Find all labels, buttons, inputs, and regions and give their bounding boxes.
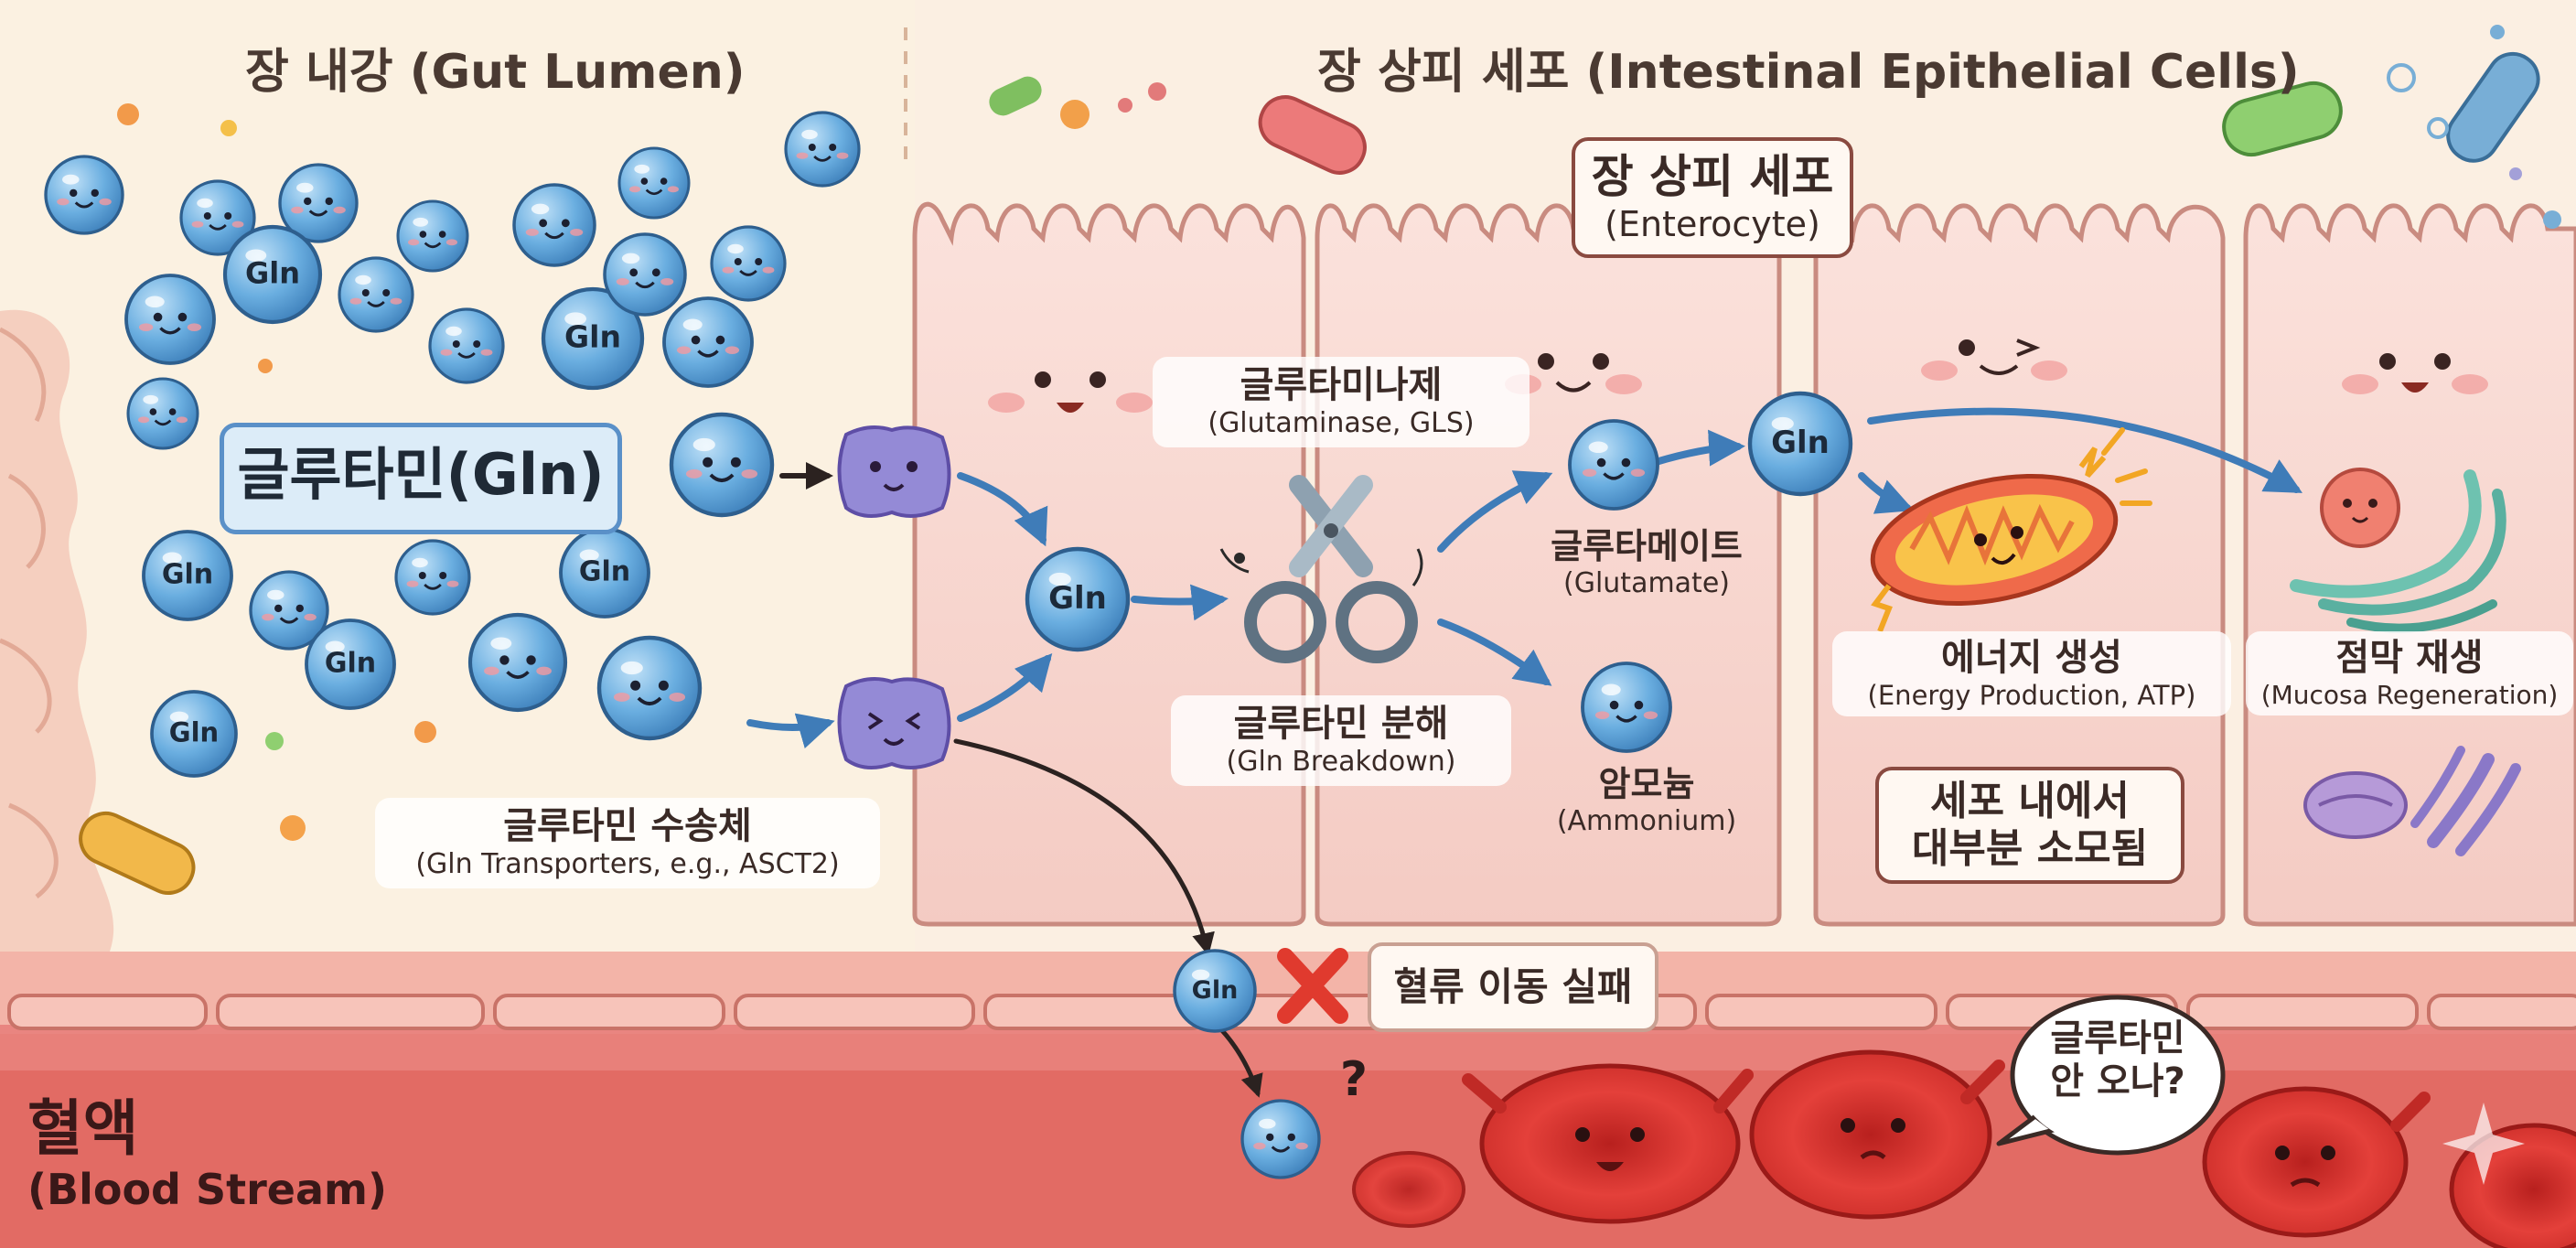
blood-fail-label: 혈류 이동 실패 <box>1368 942 1658 1032</box>
ammonium-label: 암모늄 (Ammonium) <box>1556 764 1737 837</box>
cell-face <box>988 339 2488 413</box>
gln-molecule-labeled: Gln <box>142 530 233 621</box>
gln-molecule <box>662 296 754 388</box>
glutamine-main-label: 글루타민(Gln) <box>220 423 622 534</box>
speech-text: 글루타민 안 오나? <box>2050 1017 2185 1103</box>
gln-molecule <box>467 612 568 713</box>
specks <box>117 25 2561 841</box>
question-mark: ? <box>1339 1052 1368 1107</box>
transporter-protein-bottom <box>837 676 951 769</box>
scissors-icon <box>1219 475 1423 663</box>
red-blood-cell <box>2202 1086 2431 1238</box>
fail-x-icon <box>1277 948 1348 1024</box>
gln-molecule <box>396 199 469 273</box>
gln-molecule <box>124 274 216 365</box>
lumen-title: 장 내강 (Gut Lumen) <box>245 45 746 100</box>
gln-molecule <box>669 412 775 518</box>
energy-label: 에너지 생성 (Energy Production, ATP) <box>1832 631 2231 717</box>
gln-molecule-labeled: Gln <box>559 527 650 619</box>
transporter-protein-top <box>837 425 951 518</box>
flow-arrows <box>746 407 2303 1098</box>
gln-molecule <box>278 163 359 243</box>
consumed-label: 세포 내에서 대부분 소모됨 <box>1875 767 2184 884</box>
regeneration-organelles <box>2290 468 2521 856</box>
red-blood-cell <box>1352 1151 1465 1228</box>
gln-text: Gln <box>1192 976 1239 1005</box>
gln-molecule-labeled: Gln <box>541 286 645 391</box>
lumen-wall <box>0 309 114 971</box>
gln-molecule <box>44 155 124 235</box>
gln-molecule <box>126 377 199 450</box>
sparkle-icon <box>2442 1103 2525 1185</box>
gln-molecule <box>428 307 505 384</box>
gln-molecule <box>338 256 414 333</box>
enterocyte-cell-4 <box>2243 203 2576 927</box>
gln-molecule <box>249 570 329 651</box>
transporter-label: 글루타민 수송체 (Gln Transporters, e.g., ASCT2) <box>375 798 880 888</box>
gln-molecule-labeled: Gln <box>1025 546 1131 652</box>
glutaminase-label: 글루타미나제 (Glutaminase, GLS) <box>1153 357 1530 447</box>
gln-molecule <box>179 179 256 256</box>
gln-molecule-labeled: Gln <box>150 690 238 778</box>
gln-molecule <box>1581 662 1672 753</box>
gln-molecule <box>784 111 861 188</box>
gln-text: Gln <box>1771 425 1830 461</box>
red-blood-cell <box>1749 1049 2005 1220</box>
mucosa-label: 점막 재생 (Mucosa Regeneration) <box>2246 631 2573 716</box>
gln-molecule <box>596 635 703 741</box>
gln-text: Gln <box>325 648 376 680</box>
gln-text: Gln <box>564 319 621 355</box>
gln-molecule <box>603 232 687 317</box>
red-blood-cell <box>1462 1063 1754 1224</box>
gln-molecule-labeled: Gln <box>305 619 396 710</box>
bacteria <box>79 51 2540 895</box>
blood-title: 혈액 (Blood Stream) <box>27 1093 387 1214</box>
gln-text: Gln <box>1048 580 1107 617</box>
gln-text: Gln <box>169 716 219 748</box>
gln-text: Gln <box>162 559 213 591</box>
gln-text: Gln <box>245 255 300 290</box>
gln-text: Gln <box>579 556 630 588</box>
epithelium-title: 장 상피 세포 (Intestinal Epithelial Cells) <box>1317 45 2300 100</box>
gln-molecule <box>710 225 787 302</box>
gln-molecule-labeled: Gln <box>1747 391 1853 497</box>
gln-molecule-labeled: Gln <box>1173 949 1257 1033</box>
gln-molecule <box>1568 419 1659 511</box>
glutamate-label: 글루타메이트 (Glutamate) <box>1551 526 1743 599</box>
gln-molecule <box>394 539 471 616</box>
breakdown-label: 글루타민 분해 (Gln Breakdown) <box>1171 695 1511 786</box>
gln-molecule <box>617 146 691 220</box>
gln-molecule <box>1240 1099 1321 1179</box>
mitochondria-icon <box>1870 427 2152 633</box>
gln-molecule <box>512 183 596 267</box>
gln-molecule-labeled: Gln <box>222 224 323 325</box>
enterocyte-label: 장 상피 세포 (Enterocyte) <box>1572 137 1853 258</box>
speech-bubble <box>1996 995 2226 1156</box>
